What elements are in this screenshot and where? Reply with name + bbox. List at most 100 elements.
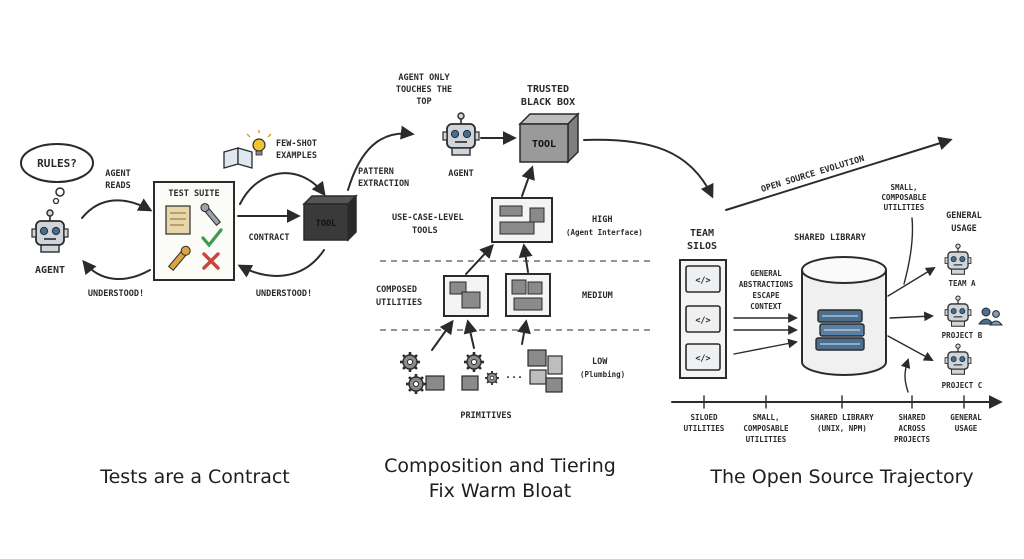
arrow-to-project-c — [887, 335, 934, 361]
wrench-icon-top — [200, 203, 222, 226]
understood-left: UNDERSTOOD! — [88, 289, 144, 299]
team-a-label: TEAM A — [948, 279, 976, 288]
agent-only-line1: AGENT ONLY — [398, 73, 450, 83]
primitives-ellipsis: ... — [505, 370, 523, 381]
timeline-2-line1: SMALL, — [752, 413, 779, 422]
timeline-4-line2: ACROSS — [898, 424, 926, 433]
timeline-5-line1: GENERAL — [950, 413, 982, 422]
timeline-1-line1: SILOED — [690, 413, 718, 422]
arrow-medium-right-up — [518, 243, 533, 273]
code-icon-3: </> — [685, 343, 721, 371]
svg-text:</>: </> — [695, 354, 710, 364]
use-case-line2: TOOLS — [412, 226, 438, 236]
agent-robot-icon-center — [442, 112, 480, 156]
panel-composition-tiering: PATTERN EXTRACTION AGENT ONLY TOUCHES TH… — [347, 73, 650, 502]
composed-utility-box-1 — [443, 275, 489, 317]
agent-only-line2: TOUCHES THE — [396, 85, 452, 95]
use-case-line1: USE-CASE-LEVEL — [392, 213, 464, 223]
composed-utility-box-2 — [505, 273, 551, 317]
arrow-tool-to-suite — [237, 249, 325, 278]
lightbulb-icon — [246, 130, 272, 156]
timeline-5-line2: USAGE — [955, 424, 978, 433]
timeline-3-line2: (UNIX, NPM) — [817, 424, 867, 433]
primitive-group-2 — [461, 350, 500, 391]
arrow-low-2 — [463, 319, 478, 349]
arrow-to-team-a — [887, 266, 936, 297]
contract-label: CONTRACT — [249, 233, 290, 243]
arrow-silo-3 — [733, 338, 798, 355]
code-icon-1: </> — [685, 265, 721, 293]
evolution-arrow — [725, 136, 953, 211]
panel-tests-contract: RULES? AGENT AGENT READS UNDERSTOOD! TES… — [20, 130, 358, 488]
general-usage-top-line1: GENERAL — [946, 211, 982, 221]
general-abs-line1: GENERAL — [750, 269, 782, 278]
primitive-group-3 — [527, 349, 563, 393]
project-b-label: PROJECT B — [942, 331, 983, 340]
scroll-icon — [165, 205, 191, 235]
arrow-examples-to-tool — [239, 172, 326, 205]
people-icon — [978, 307, 1004, 326]
arrow-low-3 — [517, 319, 531, 345]
arrow-pattern-extraction — [347, 125, 415, 191]
arrow-medium-left-up — [465, 243, 494, 275]
general-abs-line2: ABSTRACTIONS — [739, 280, 794, 289]
pointer-small-comp — [903, 217, 914, 285]
project-b-robot-icon — [944, 295, 972, 327]
arrow-tool-to-silos — [583, 138, 714, 199]
agent-robot-icon — [31, 209, 69, 253]
understood-right: UNDERSTOOD! — [256, 289, 312, 299]
high-tier-tool-box — [491, 197, 553, 243]
small-comp-top-line1: SMALL, — [890, 183, 917, 192]
silo-column: </> </> </> — [679, 259, 727, 379]
trusted-line2: BLACK BOX — [521, 97, 575, 108]
panel-open-source: OPEN SOURCE EVOLUTION TEAM SILOS </> </>… — [583, 136, 1004, 488]
arrow-suite-to-agent — [82, 259, 151, 281]
trusted-line1: TRUSTED — [527, 84, 569, 95]
few-shot-line1: FEW-SHOT — [276, 139, 317, 149]
timeline-4-line3: PROJECTS — [894, 435, 931, 444]
check-icon — [201, 228, 223, 248]
general-usage-top-line2: USAGE — [951, 224, 977, 234]
agent-reads-line1: AGENT — [105, 169, 131, 179]
timeline-4-line1: SHARED — [898, 413, 926, 422]
cross-icon — [202, 252, 220, 270]
test-suite-title: TEST SUITE — [168, 189, 219, 199]
rules-bubble-text: RULES? — [37, 157, 77, 170]
team-a-robot-icon — [944, 243, 972, 275]
composed-line1: COMPOSED — [376, 285, 417, 295]
gear-icon-1 — [398, 350, 422, 374]
caption-open-source: The Open Source Trajectory — [709, 466, 973, 488]
gear-icon-2 — [404, 372, 428, 396]
agent-reads-line2: READS — [105, 181, 131, 191]
svg-text:</>: </> — [695, 316, 710, 326]
evolution-label: OPEN SOURCE EVOLUTION — [760, 154, 866, 195]
composed-line2: UTILITIES — [376, 298, 422, 308]
small-comp-top-line2: COMPOSABLE — [881, 193, 927, 202]
shared-library-title: SHARED LIBRARY — [794, 233, 867, 243]
arrow-high-to-tool — [521, 165, 535, 197]
primitive-group-1 — [398, 350, 445, 396]
medium-label: MEDIUM — [582, 291, 613, 301]
timeline-2-line2: COMPOSABLE — [743, 424, 789, 433]
timeline-ticks — [703, 395, 965, 409]
pattern-line1: PATTERN — [358, 167, 394, 177]
arrow-agent-to-suite — [81, 198, 153, 219]
general-abs-line3: ESCAPE — [752, 291, 780, 300]
tool-label-gray: TOOL — [532, 139, 556, 150]
project-c-robot-icon — [944, 343, 972, 375]
timeline-2-line3: UTILITIES — [746, 435, 787, 444]
tool-label-dark: TOOL — [316, 219, 336, 229]
tool-box-gray: TOOL — [518, 112, 580, 164]
code-icon-2: </> — [685, 305, 721, 333]
pointer-shared-across — [900, 358, 911, 393]
timeline-1-line2: UTILITIES — [684, 424, 725, 433]
rules-thought-bubble: RULES? — [20, 143, 94, 205]
few-shot-line2: EXAMPLES — [276, 151, 317, 161]
timeline-3-line1: SHARED LIBRARY — [810, 413, 874, 422]
agent-only-line3: TOP — [416, 97, 431, 107]
wrench-icon-bottom — [167, 245, 191, 272]
low-sublabel: (Plumbing) — [580, 370, 625, 379]
svg-text:</>: </> — [695, 276, 710, 286]
team-silos-line2: SILOS — [687, 241, 717, 252]
